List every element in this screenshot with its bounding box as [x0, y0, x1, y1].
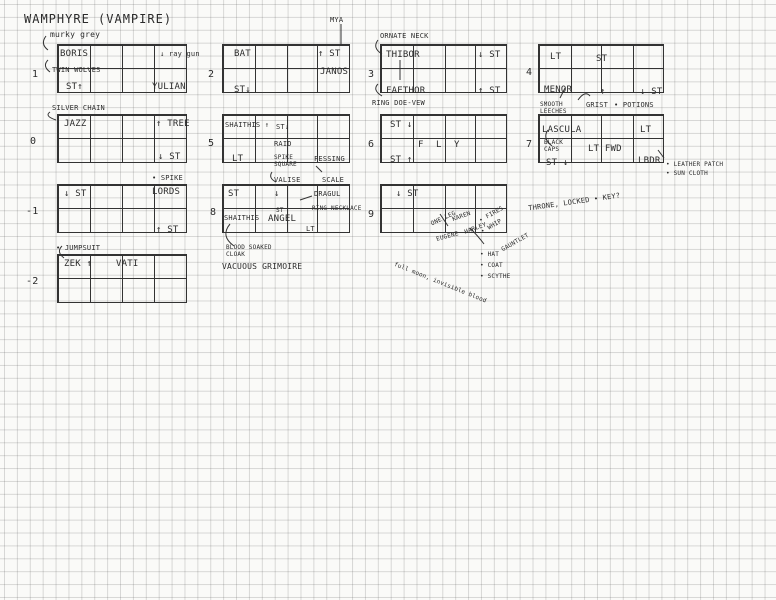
note-black-caps: BLACK CAPS [544, 139, 564, 153]
note-tree: ↑ TREE [156, 119, 190, 129]
note-mya: MYA [330, 16, 344, 24]
note-grist: GRIST [586, 101, 609, 109]
note-st-up-b3: ↑ ST [478, 86, 501, 96]
note-vati: VATI [116, 259, 139, 269]
note-arrow-b8: ↓ [274, 189, 280, 199]
note-potions: • POTIONS [614, 101, 654, 109]
note-ornate-neck: ORNATE NECK [380, 32, 429, 40]
note-murky-grey: murky grey [50, 30, 101, 39]
note-st-up-b4: ↑ [600, 87, 606, 97]
note-ring-necklace: RING NECKLACE [312, 205, 362, 212]
row-number-0: 0 [30, 136, 37, 147]
note-coat: • COAT [480, 262, 503, 269]
note-lt-b4: LT [550, 52, 562, 62]
note-lt-b8: LT [306, 225, 315, 233]
note-silver-chain: SILVER CHAIN [52, 104, 105, 112]
note-sun-cloth: • SUN CLOTH [666, 170, 708, 177]
floor-number-5: 5 [208, 138, 215, 149]
note-st-b4: ST [596, 54, 608, 64]
note-lt-b5: LT [232, 154, 244, 164]
map-block-6 [380, 114, 507, 163]
row-number-1: 1 [32, 69, 39, 80]
note-st-down-b0: ↓ ST [158, 152, 181, 162]
floor-number-3: 3 [368, 69, 375, 80]
note-shaithis-b8: SHAITHIS [224, 214, 260, 222]
note-ray-gun: ↓ ray gun [160, 50, 200, 58]
note-boris: BORIS [60, 49, 89, 59]
row-number-minus-2: -2 [26, 276, 39, 287]
page-title: WAMPHYRE (VAMPIRE) [24, 12, 173, 26]
note-janos: JANOS [320, 67, 349, 77]
note-st-up-bm1: ↑ ST [156, 225, 179, 235]
note-leather-patch: • LEATHER PATCH [666, 161, 724, 168]
note-zek: ZEK ↑ [64, 259, 93, 269]
note-spike: • SPIKE [152, 174, 183, 182]
note-thibor: THIBOR [386, 50, 420, 60]
map-block-1 [57, 44, 187, 93]
map-block-7 [538, 114, 664, 163]
note-hat: • HAT [480, 251, 500, 258]
note-st-down-b9: ↓ ST [396, 189, 419, 199]
note-st-b5: ST↓ [276, 123, 290, 131]
floor-number-4: 4 [526, 67, 533, 78]
note-st-down-b3: ↓ ST [478, 50, 501, 60]
note-twin-wolves: TWIN WOLVES [52, 66, 101, 74]
map-block-2 [222, 44, 350, 93]
note-lbdr: LBDR [638, 156, 661, 166]
note-bat: BAT [234, 49, 251, 59]
note-letter-f: F [418, 140, 424, 150]
row-number-minus-1: -1 [26, 206, 39, 217]
note-lt-fwd: LT FWD [588, 144, 622, 154]
note-st2-b8: ST [276, 207, 284, 214]
note-yulian: YULIAN [152, 82, 186, 92]
note-angel: ANGEL [268, 214, 297, 224]
note-jumpsuit: • JUMPSUIT [56, 244, 101, 252]
floor-number-2: 2 [208, 69, 215, 80]
note-menor: MENOR [544, 85, 573, 95]
map-block-0 [57, 114, 187, 163]
note-raid: RAID [274, 140, 292, 148]
note-fessing: FESSING [314, 155, 345, 163]
note-jazz: JAZZ [64, 119, 87, 129]
floor-number-6: 6 [368, 139, 375, 150]
note-shaithis-b5: SHAITHIS ↑ [225, 121, 270, 129]
map-block-4 [538, 44, 664, 93]
floor-number-7: 7 [526, 139, 533, 150]
note-dragul: DRAGUL [314, 190, 341, 198]
note-scythe: • SCYTHE [480, 273, 511, 280]
note-letter-y: Y [454, 140, 460, 150]
note-lascula: LASCULA [542, 125, 582, 135]
note-smooth-leeches: SMOOTH LEECHES [540, 101, 567, 115]
map-block-9 [380, 184, 507, 233]
note-st-down-b4: ↓ ST [640, 87, 663, 97]
map-block-5 [222, 114, 350, 163]
note-st-b8: ST [228, 189, 240, 199]
note-letter-l: L [436, 140, 442, 150]
note-spike-square: SPIKE SQUARE [274, 154, 297, 168]
note-st-down-bm1: ↓ ST [64, 189, 87, 199]
note-scale: SCALE [322, 176, 345, 184]
floor-number-8: 8 [210, 207, 217, 218]
note-lords: LORDS [152, 187, 181, 197]
floor-number-9: 9 [368, 209, 375, 220]
note-st-up-b2: ↑ ST [318, 49, 341, 59]
map-block-minus-1 [57, 184, 187, 233]
note-faethor: FAETHOR [386, 86, 426, 96]
note-ring-doe: RING DOE-VEW [372, 99, 425, 107]
note-vacuous-grimoire: VACUOUS GRIMOIRE [222, 262, 303, 271]
note-st-b7: ST ↓ [546, 158, 569, 168]
note-st-down-b6: ST ↓ [390, 120, 413, 130]
note-valise: VALISE [274, 176, 301, 184]
note-st-down-b2: ST↓ [234, 85, 251, 95]
map-block-3 [380, 44, 507, 93]
note-st-up-b1: ST↑ [66, 82, 83, 92]
note-blood-soaked-cloak: BLOOD SOAKED CLOAK [226, 244, 272, 258]
map-block-minus-2 [57, 254, 187, 303]
map-block-8 [222, 184, 350, 233]
note-lt-b7: LT [640, 125, 652, 135]
note-st-up-b6: ST ↑ [390, 155, 413, 165]
